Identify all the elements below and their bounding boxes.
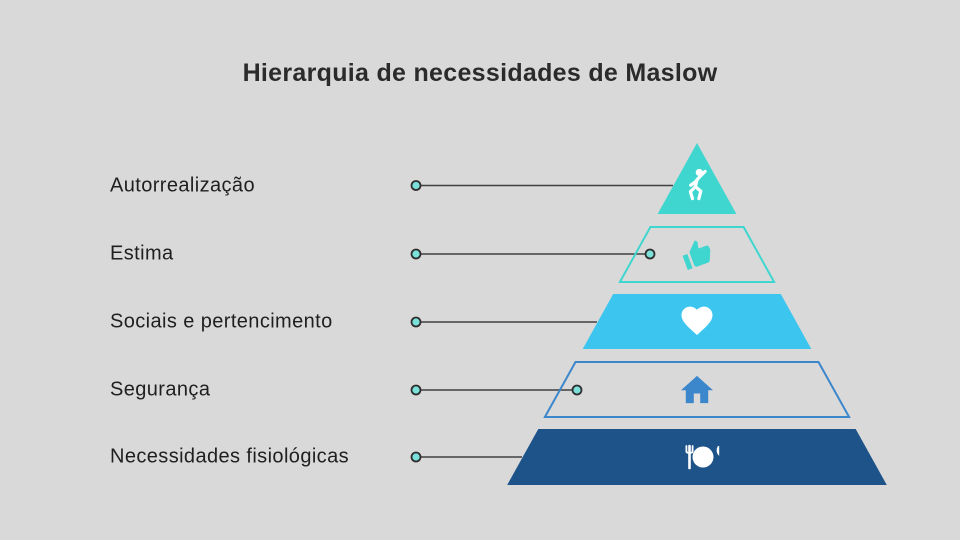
page-title: Hierarquia de necessidades de Maslow [242, 58, 718, 87]
connector-dot-end-2 [644, 248, 656, 260]
dancing-person-icon [688, 168, 707, 201]
connector-dot-start-4 [410, 384, 422, 396]
connector-dot-start-2 [410, 248, 422, 260]
connector-dot-end-4 [571, 384, 583, 396]
restaurant-icon [685, 444, 720, 470]
label-sociais-pertencimento: Sociais e pertencimento [110, 310, 333, 333]
connector-dot-start-1 [410, 180, 422, 191]
pyramid-level-seguranca [543, 361, 851, 418]
thumbs-up-icon [682, 240, 711, 271]
pyramid-level-estima [618, 226, 776, 283]
label-estima: Estima [110, 242, 174, 265]
connector-dot-start-3 [410, 316, 422, 328]
label-necessidades-fisiologicas: Necessidades fisiológicas [110, 445, 350, 468]
heart-icon [681, 306, 713, 336]
label-autorrealizacao: Autorrealização [110, 174, 255, 197]
home-icon [681, 375, 713, 404]
label-seguranca: Segurança [110, 378, 211, 401]
connector-dot-start-5 [410, 451, 422, 463]
